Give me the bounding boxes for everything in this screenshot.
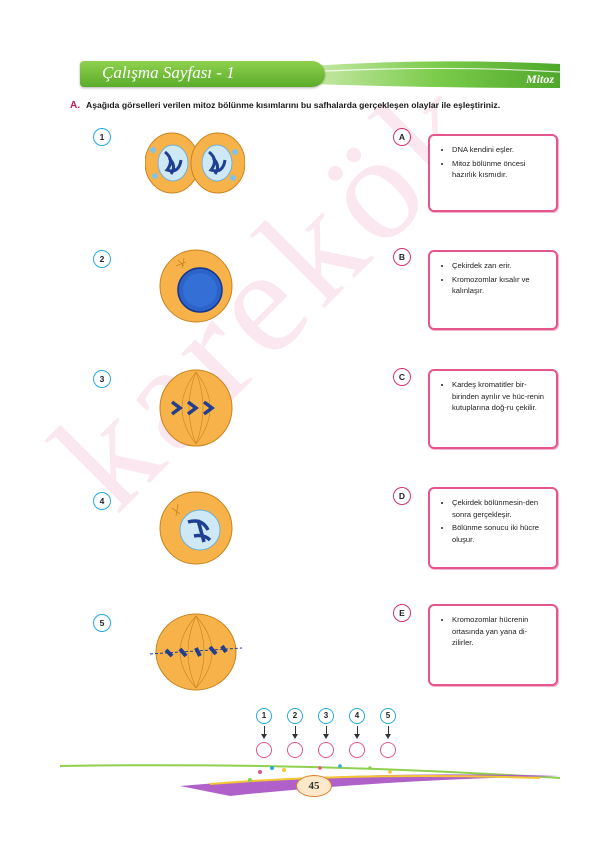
option-letter-e: E xyxy=(393,604,411,622)
arrowhead-icon xyxy=(261,734,267,739)
option-item: Kromozomlar kısalır ve kalınlaşır. xyxy=(452,274,548,297)
arrow-down-icon xyxy=(295,726,296,736)
topic-label: Mitoz xyxy=(525,72,554,86)
option-list-c: Kardeş kromatitler bir-birinden ayrılır … xyxy=(436,379,548,414)
answer-blank-3[interactable] xyxy=(318,742,334,758)
option-item: Mitoz bölünme öncesi hazırlık kısmıdır. xyxy=(452,158,548,181)
image-number-2: 2 xyxy=(93,250,111,268)
option-box-d: Çekirdek bölünmesin-den sonra gerçekleşi… xyxy=(428,487,558,569)
option-item: Çekirdek bölünmesin-den sonra gerçekleşi… xyxy=(452,497,548,520)
page-title: Çalışma Sayfası - 1 xyxy=(102,63,235,82)
arrow-down-icon xyxy=(388,726,389,736)
option-list-d: Çekirdek bölünmesin-den sonra gerçekleşi… xyxy=(436,497,548,545)
metaphase-cell-icon xyxy=(150,613,242,691)
option-item: DNA kendini eşler. xyxy=(452,144,548,156)
image-number-5: 5 xyxy=(93,614,111,632)
answer-number-5: 5 xyxy=(380,708,396,724)
option-box-b: Çekirdek zarı erir. Kromozomlar kısalır … xyxy=(428,250,558,330)
arrowhead-icon xyxy=(354,734,360,739)
option-letter-b: B xyxy=(393,248,411,266)
image-number-4: 4 xyxy=(93,492,111,510)
option-item: Kromozomlar hücrenin ortasında yan yana … xyxy=(452,614,548,649)
interphase-cell-icon xyxy=(159,249,233,323)
option-item: Çekirdek zarı erir. xyxy=(452,260,548,272)
answer-number-4: 4 xyxy=(349,708,365,724)
footer-swoosh-graphic xyxy=(60,764,560,796)
option-letter-d: D xyxy=(393,487,411,505)
option-box-e: Kromozomlar hücrenin ortasında yan yana … xyxy=(428,604,558,686)
answer-number-1: 1 xyxy=(256,708,272,724)
image-number-1: 1 xyxy=(93,128,111,146)
answer-blank-5[interactable] xyxy=(380,742,396,758)
answer-number-3: 3 xyxy=(318,708,334,724)
anaphase-cell-icon xyxy=(159,369,233,447)
option-list-e: Kromozomlar hücrenin ortasında yan yana … xyxy=(436,614,548,649)
arrowhead-icon xyxy=(323,734,329,739)
option-list-a: DNA kendini eşler. Mitoz bölünme öncesi … xyxy=(436,144,548,181)
arrow-down-icon xyxy=(326,726,327,736)
answer-blank-2[interactable] xyxy=(287,742,303,758)
option-letter-a: A xyxy=(393,128,411,146)
image-number-3: 3 xyxy=(93,370,111,388)
option-box-a: DNA kendini eşler. Mitoz bölünme öncesi … xyxy=(428,134,558,212)
telophase-cell-icon xyxy=(145,132,245,194)
option-item: Kardeş kromatitler bir-birinden ayrılır … xyxy=(452,379,548,414)
arrow-down-icon xyxy=(357,726,358,736)
question-body: Aşağıda görselleri verilen mitoz bölünme… xyxy=(86,100,501,110)
arrow-down-icon xyxy=(264,726,265,736)
question-text: A. Aşağıda görselleri verilen mitoz bölün… xyxy=(70,100,570,111)
header-banner: Çalışma Sayfası - 1 Mitoz xyxy=(70,58,560,90)
option-box-c: Kardeş kromatitler bir-birinden ayrılır … xyxy=(428,369,558,449)
arrowhead-icon xyxy=(385,734,391,739)
option-letter-c: C xyxy=(393,368,411,386)
answer-number-2: 2 xyxy=(287,708,303,724)
page-number: 45 xyxy=(296,775,332,797)
prophase-cell-icon xyxy=(159,491,233,565)
answer-blank-4[interactable] xyxy=(349,742,365,758)
answer-blank-1[interactable] xyxy=(256,742,272,758)
question-letter: A. xyxy=(70,100,80,111)
header-title-tab: Çalışma Sayfası - 1 xyxy=(80,61,325,87)
option-list-b: Çekirdek zarı erir. Kromozomlar kısalır … xyxy=(436,260,548,297)
option-item: Bölünme sonucu iki hücre oluşur. xyxy=(452,522,548,545)
arrowhead-icon xyxy=(292,734,298,739)
